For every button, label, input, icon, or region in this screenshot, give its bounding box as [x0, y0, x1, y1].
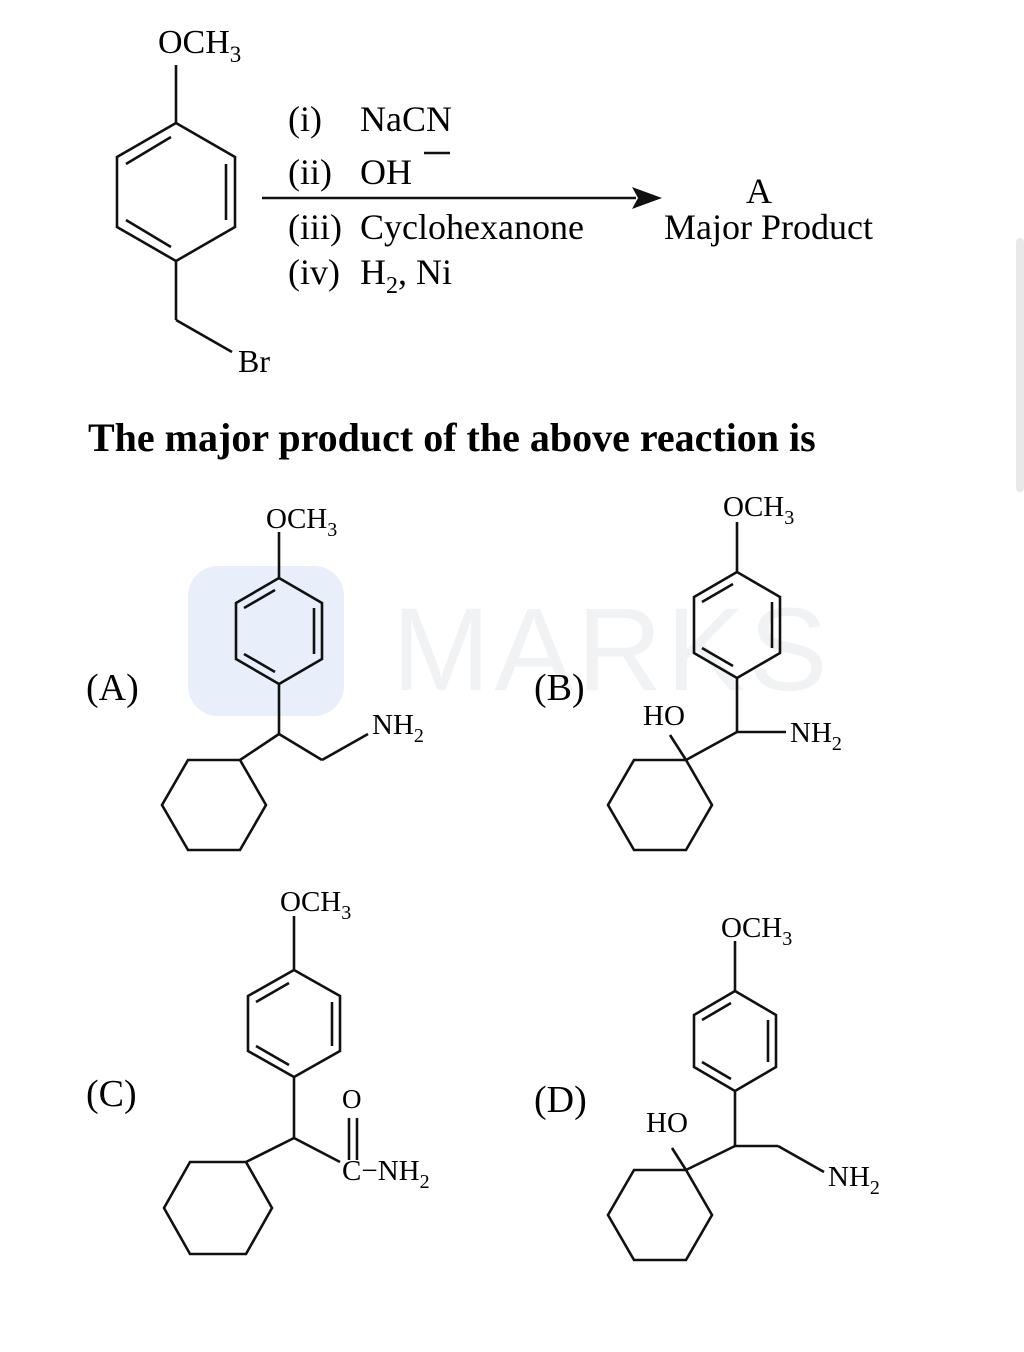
- reagent-2-number: (ii): [288, 152, 332, 192]
- option-d-hydroxy: HO: [646, 1107, 688, 1139]
- product-letter: A: [746, 171, 772, 211]
- reagent-3-text: Cyclohexanone: [360, 207, 584, 247]
- reactant-methoxy-label: OCH3: [158, 24, 241, 67]
- option-c-carbonyl-oxygen: O: [342, 1084, 362, 1114]
- reagent-list: (i) NaCN (ii) OH (iii) Cyclohexanone (iv…: [288, 99, 584, 299]
- option-d-label[interactable]: (D): [534, 1079, 587, 1121]
- reagent-4-number: (iv): [288, 252, 340, 292]
- watermark: MARKS: [188, 566, 832, 716]
- option-d-structure: [606, 941, 825, 1262]
- reagent-2-text: OH: [360, 152, 412, 192]
- arrow-head-icon: [632, 187, 662, 209]
- reagent-1-number: (i): [288, 99, 322, 139]
- watermark-logo-icon: [188, 566, 344, 716]
- option-b-hydroxy: HO: [643, 700, 685, 732]
- option-a-methoxy: OCH3: [266, 503, 337, 541]
- option-d-amine: NH2: [828, 1161, 880, 1199]
- option-b-methoxy: OCH3: [723, 491, 794, 529]
- scrollbar-thumb[interactable]: [1016, 238, 1024, 492]
- option-d-methoxy: OCH3: [721, 912, 792, 950]
- watermark-text: MARKS: [392, 584, 832, 716]
- option-a-structure: [160, 532, 369, 852]
- option-b-amine: NH2: [790, 717, 842, 755]
- option-c-amide: C−NH2: [342, 1155, 430, 1193]
- option-c-label[interactable]: (C): [86, 1073, 137, 1115]
- option-c-structure: [162, 916, 359, 1256]
- reagent-4-text: H2, Ni: [360, 252, 452, 299]
- option-a-amine: NH2: [372, 709, 424, 747]
- reagent-1-text: NaCN: [360, 99, 452, 139]
- product-label: Major Product: [664, 207, 873, 247]
- reactant-bromo-label: Br: [238, 343, 270, 379]
- option-c-methoxy: OCH3: [280, 886, 351, 924]
- option-b-structure: [606, 522, 786, 852]
- reagent-3-number: (iii): [288, 207, 342, 247]
- option-b-label[interactable]: (B): [534, 667, 585, 709]
- reactant-structure: [115, 65, 237, 354]
- question-text: The major product of the above reaction …: [88, 415, 816, 460]
- reaction-arrow: [262, 187, 662, 209]
- option-a-label[interactable]: (A): [86, 667, 139, 709]
